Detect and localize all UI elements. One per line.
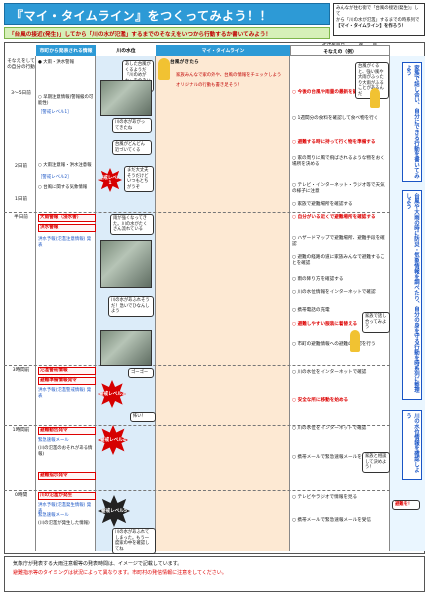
info-item: 氾濫警戒情報 <box>38 367 96 375</box>
subtitle-banner: 「台風の接近(発生)」してから「川の水が氾濫」するまでのそなえをいつから行動する… <box>4 27 330 39</box>
action-item: ○ 携帯メールで緊急速報メールを受信 <box>292 518 371 523</box>
mascot-speech-bubble: 家族と相談して決めよう！ <box>362 452 390 473</box>
mascot-icon <box>350 330 360 352</box>
river-photo <box>100 330 152 366</box>
info-item: ● 大雨・洪水警報 <box>38 60 74 65</box>
action-item: ○ テレビ・インターネット・ラジオ等で天気の様子に注意 <box>292 183 385 194</box>
info-item: ○ 台風に関する気象情報 <box>38 185 88 190</box>
header-actions: そなえの（例） <box>290 45 390 56</box>
divider-0hour <box>4 490 390 491</box>
timeline-label-3-5days: 3〜5日前 <box>11 91 31 96</box>
action-item: ○ 避難の経路の道に家族みんなで避難することを確認 <box>292 255 385 266</box>
side-note: 家族で話し合い、自分にできる行動を書いてみよう <box>402 62 422 182</box>
action-item: ○ 1週間分の食料を確認して食べ物を行く <box>292 116 379 121</box>
footer-line-2: 避難指示等のタイミングは状況によって異なります。市町村の発信情報に注意をしてくだ… <box>13 569 227 576</box>
info-item: ［警戒レベル2］ <box>38 175 72 180</box>
warning-level-3-badge: 警戒レベル3 <box>98 380 126 408</box>
info-item: ○ 早期注意情報(警報級の可能性) <box>38 95 94 106</box>
timeline-label-self: そなえをしての自分の行動 <box>7 59 35 70</box>
timeline-label-0hour: 0時間 <box>14 493 28 498</box>
footer-notes: 気象庁が発表する大雨注意報等の発表時間は、イメージで記載しています。 避難指示等… <box>4 556 425 592</box>
info-item: ［警戒レベル1］ <box>38 110 72 115</box>
action-item: ○ 携帯メールで緊急速報メールを受信 <box>292 455 371 460</box>
note-line-1: みんなが住む街で「台風の接近(発生)」して <box>336 6 419 17</box>
action-item: ○ 避難しやすい服装に着替える <box>292 322 358 327</box>
speech-bubble: 雨が強くなってきた。川の水がたくさん流れている <box>110 214 154 235</box>
my-timeline-hint: 家族みんなで家の外や、台風の情報をチェックしよう <box>176 73 282 78</box>
action-item: ○ 今後の台風や雨量の最新を調べ始める <box>292 90 376 95</box>
action-item: ○ 安全な所に移動を始める <box>292 398 349 403</box>
mascot-icon <box>158 58 170 80</box>
info-item: 避難勧告発令 <box>38 427 96 435</box>
divider-3hours <box>4 365 390 366</box>
speech-bubble: まだ大丈夫そうだけどいつもとちがうぞ <box>124 166 154 193</box>
header-river: 川の水位 <box>96 45 156 56</box>
info-item: 洪水予報(氾濫注意情報) 発表 <box>38 237 92 248</box>
info-column <box>36 56 96 551</box>
action-item: ○ 川の水位をインターネットで確認 <box>292 370 367 375</box>
divider-halfday <box>4 212 390 213</box>
action-item: ○ 家の周りに風で飛ばされるような物をおく場所を決める <box>292 156 385 167</box>
actions-column <box>290 56 390 551</box>
info-item: (川の氾濫が発生した情報) <box>38 521 90 526</box>
timeline-label-2days: 2日前 <box>14 164 28 169</box>
info-item: 洪水予報(氾濫警戒情報) 発表 <box>38 388 92 399</box>
timeline-label-1hour: 1時間前 <box>12 428 30 433</box>
info-item: 大雨警報（浸水害） <box>38 214 96 222</box>
instruction-note: みんなが住む街で「台風の接近(発生)」して から「川の水が氾濫」するまでの時系列… <box>333 3 425 36</box>
action-item: ○ 市町の避難情報への避難の確認を行う <box>292 342 376 347</box>
speech-bubble: ゴーゴー <box>128 368 154 378</box>
warning-level-4-badge: 警戒レベル4 <box>98 425 128 455</box>
page-title: 『マイ・タイムライン』をつくってみよう！！ <box>4 3 330 25</box>
action-item: ○ 川の水位をインターネットで確認 <box>292 426 367 431</box>
speech-bubble: 川の水があふれてしまった。もう一度家の中を確認してね <box>112 528 156 555</box>
side-note: 川の水位情報を確認しよう <box>402 410 422 480</box>
warning-level-1-badge: 警戒レベル1 <box>98 168 122 192</box>
speech-bubble: 台風がどんどん近づいてくる <box>112 140 152 156</box>
action-item: ○ 雨の降り方を確認する <box>292 277 344 282</box>
side-note: 台風や大雨の時に防災・気象情報を調べたり、自分の身を守る行動を時系列に整理しよう <box>402 190 422 400</box>
info-item: 洪水警報 <box>38 224 96 232</box>
mascot-speech-bubble: 避難を！ <box>392 500 420 510</box>
timeline-label-3hours: 3時間前 <box>12 368 30 373</box>
speech-bubble: 川の水があがってきたね <box>112 118 152 134</box>
timeline-column <box>4 56 36 551</box>
action-item: ○ テレビやラジオで情報を見る <box>292 495 358 500</box>
action-item: ○ 携帯電話の充電 <box>292 308 330 313</box>
river-photo <box>100 80 152 116</box>
speech-bubble: 川の水があふれそうだ！急いでひなんしよう <box>108 296 154 317</box>
note-line-2: から「川の水が氾濫」するまでの時系列で <box>336 17 420 23</box>
info-item: ○ 大雨注意報・洪水注意報 <box>38 163 92 168</box>
divider-1hour <box>4 425 390 426</box>
info-item: 避難指示発令 <box>38 472 96 480</box>
action-item: ○ 家族で避難場所を確認する <box>292 202 353 207</box>
my-timeline-heading: 台風がきたら <box>170 60 199 65</box>
info-item: 緊急速報メール <box>38 438 69 443</box>
action-item: ○ 自分がいる近くで避難場所を確認する <box>292 215 376 220</box>
header-info: 市町から発表される情報 <box>36 45 96 56</box>
info-item: (川の氾濫のおそれがある情報) <box>38 446 93 457</box>
my-timeline-hint: オリジナルの行動も書き足そう！ <box>176 83 242 88</box>
river-photo <box>100 240 152 288</box>
mascot-icon <box>370 88 380 108</box>
action-item: ○ ハザードマップで避難場所、避難手段を確認 <box>292 236 385 247</box>
my-timeline-column[interactable] <box>156 56 290 551</box>
action-item: ○ 避難する時に持って行く物を準備する <box>292 140 376 145</box>
speech-bubble: 怖い！ <box>130 412 156 422</box>
note-line-3: 【マイ・タイムライン】を作ろう！ <box>336 23 406 29</box>
warning-level-5-badge: 警戒レベル5 <box>98 495 130 527</box>
timeline-label-halfday: 半日前 <box>14 215 28 220</box>
info-item: 緊急速報メール <box>38 513 69 518</box>
header-my-timeline: マイ・タイムライン <box>156 45 290 56</box>
action-item: ○ 川の水位情報をインターネットで確認 <box>292 290 376 295</box>
info-item: 洪水予報(氾濫発生情報) 発表 <box>38 503 92 514</box>
timeline-label-1day: 1日前 <box>14 197 28 202</box>
info-item: 避難準備情報発令 <box>38 377 96 385</box>
info-item: 川の氾濫が発生 <box>38 492 96 500</box>
footer-line-1: 気象庁が発表する大雨注意報等の発表時間は、イメージで記載しています。 <box>13 561 183 567</box>
mascot-speech-bubble: 家族で話し合ってみよう <box>362 312 390 333</box>
